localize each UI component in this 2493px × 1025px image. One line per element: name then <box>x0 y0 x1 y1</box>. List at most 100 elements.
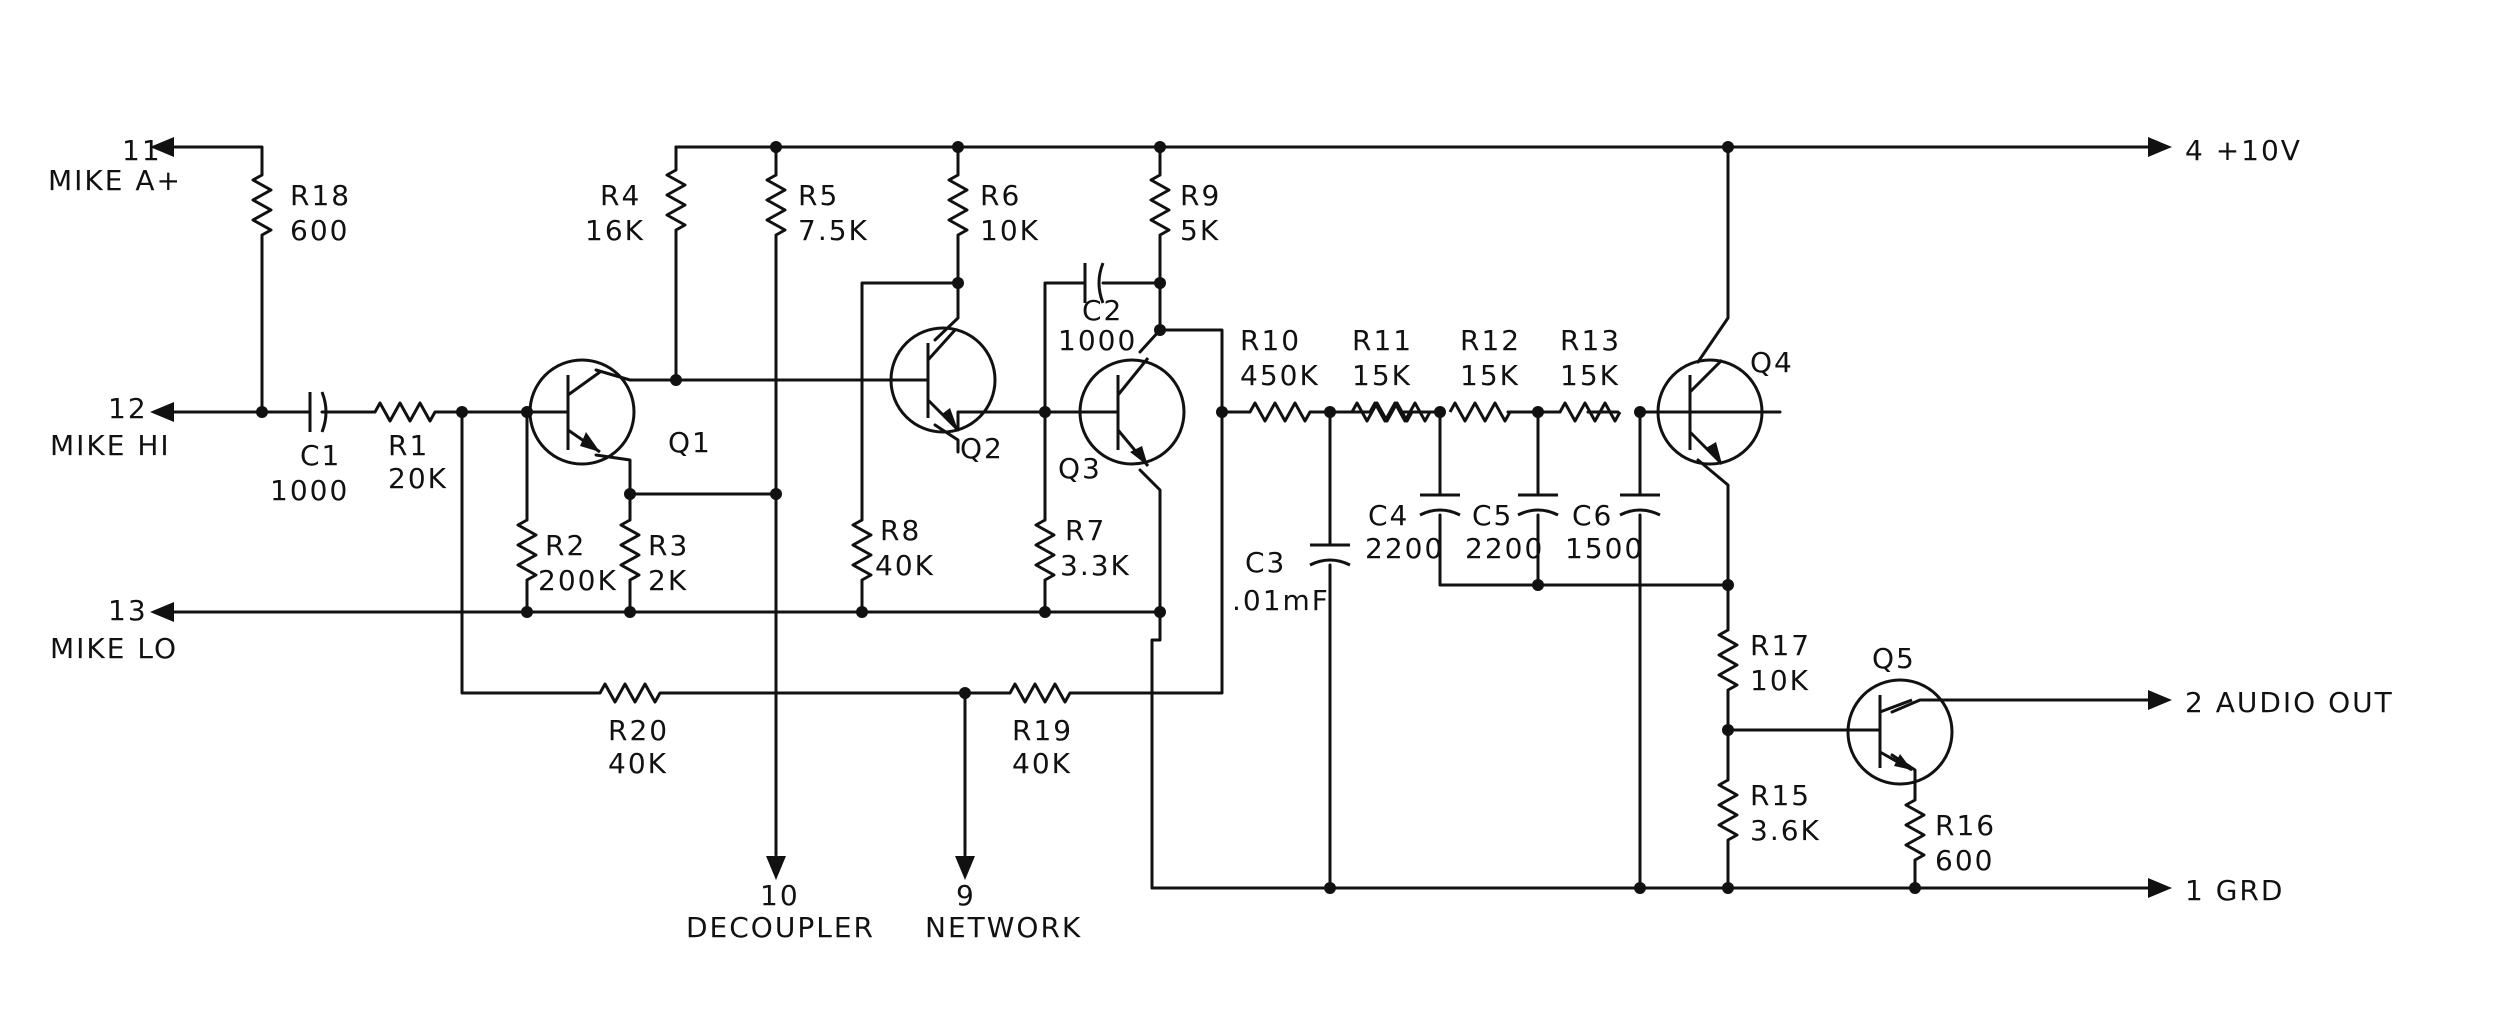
label-c1-value: 1000 <box>270 474 349 507</box>
port-9-name: NETWORK <box>925 911 1082 944</box>
label-r5-ref: R5 <box>798 179 839 212</box>
label-r19-value: 40K <box>1012 747 1072 780</box>
label-c5-value: 2200 <box>1465 532 1544 565</box>
resistor-r4 <box>665 168 687 232</box>
label-c4-ref: C4 <box>1368 499 1409 532</box>
transistor-q5 <box>1846 678 1954 786</box>
arrow-port-4 <box>2148 137 2172 157</box>
resistor-r6 <box>947 173 969 242</box>
arrow-port-11 <box>150 137 174 157</box>
label-r17-ref: R17 <box>1750 629 1811 662</box>
port-1-label: 1 GRD <box>2185 874 2284 907</box>
label-r10-value: 450K <box>1240 359 1320 392</box>
resistor-r18 <box>251 173 273 242</box>
label-r7-value: 3.3K <box>1060 549 1131 582</box>
arrow-port-2 <box>2148 690 2172 710</box>
label-r16-value: 600 <box>1935 844 1994 877</box>
label-r3-ref: R3 <box>648 529 689 562</box>
label-r16-ref: R16 <box>1935 809 1996 842</box>
resistor-r19 <box>1008 682 1090 704</box>
arrow-port-9 <box>955 856 975 880</box>
port-13-name: MIKE LO <box>50 632 178 665</box>
label-r17-value: 10K <box>1750 664 1810 697</box>
label-r9-value: 5K <box>1180 214 1220 247</box>
port-11-number: 11 <box>122 134 162 167</box>
label-r18-ref: R18 <box>290 179 351 212</box>
arrow-port-10 <box>766 856 786 880</box>
capacitor-c1 <box>308 391 328 433</box>
label-r2-value: 200K <box>538 564 618 597</box>
label-r18-value: 600 <box>290 214 349 247</box>
label-r13-value: 15K <box>1560 359 1620 392</box>
arrows <box>150 137 2172 898</box>
port-9-number: 9 <box>956 879 976 912</box>
label-r12-value: 15K <box>1460 359 1520 392</box>
resistor-r8 <box>851 518 873 587</box>
capacitors <box>308 262 1661 567</box>
label-r20-value: 40K <box>608 747 668 780</box>
port-13-number: 13 <box>108 594 148 627</box>
transistor-q4 <box>1656 358 1764 466</box>
label-q4: Q4 <box>1750 346 1794 379</box>
label-q1: Q1 <box>668 426 712 459</box>
capacitor-c3 <box>1309 543 1351 567</box>
transistor-q3 <box>1078 357 1186 467</box>
resistor-r11-body <box>1350 401 1414 423</box>
label-r1-ref: R1 <box>388 429 429 462</box>
label-r19-ref: R19 <box>1012 714 1073 747</box>
label-r3-value: 2K <box>648 564 688 597</box>
label-c2-value: 1000 <box>1058 324 1137 357</box>
label-c5-ref: C5 <box>1472 499 1513 532</box>
label-r6-ref: R6 <box>980 179 1021 212</box>
label-r11-ref: R11 <box>1352 324 1413 357</box>
label-r15-ref: R15 <box>1750 779 1811 812</box>
label-c6-ref: C6 <box>1572 499 1613 532</box>
label-c3-ref: C3 <box>1245 546 1286 579</box>
label-r8-ref: R8 <box>880 514 921 547</box>
label-c6-value: 1500 <box>1565 532 1644 565</box>
arrow-port-1 <box>2148 878 2172 898</box>
resistor-r7 <box>1034 518 1056 587</box>
label-r8-value: 40K <box>875 549 935 582</box>
label-r2-ref: R2 <box>545 529 586 562</box>
label-q3: Q3 <box>1058 452 1102 485</box>
label-r12-ref: R12 <box>1460 324 1521 357</box>
label-q5: Q5 <box>1872 642 1916 675</box>
label-r4-ref: R4 <box>600 179 641 212</box>
capacitor-c6 <box>1619 493 1661 517</box>
label-r11-value: 15K <box>1352 359 1412 392</box>
resistor-r12 <box>1448 401 1512 423</box>
resistor-r2 <box>516 518 538 587</box>
resistor-r1 <box>373 401 442 423</box>
transistor-q2 <box>889 326 997 434</box>
resistor-r20 <box>598 682 680 704</box>
arrow-port-12 <box>150 402 174 422</box>
resistor-r3 <box>619 518 641 587</box>
label-r1-value: 20K <box>388 462 448 495</box>
label-q2: Q2 <box>960 432 1004 465</box>
component-labels: R18 600 C1 1000 R1 20K R2 200K R3 2K R4 … <box>270 179 1996 877</box>
port-labels: 11 MIKE A+ 12 MIKE HI 13 MIKE LO 4 +10V … <box>48 134 2394 944</box>
port-2-label: 2 AUDIO OUT <box>2185 686 2394 719</box>
label-r10-ref: R10 <box>1240 324 1301 357</box>
label-c1-ref: C1 <box>300 439 341 472</box>
label-c3-value: .01mF <box>1232 584 1330 617</box>
label-r5-value: 7.5K <box>798 214 869 247</box>
port-11-name: MIKE A+ <box>48 164 182 197</box>
label-r7-ref: R7 <box>1065 514 1106 547</box>
capacitor-c5 <box>1517 493 1559 517</box>
label-r15-value: 3.6K <box>1750 814 1821 847</box>
transistors <box>528 326 1954 786</box>
label-c2-ref: C2 <box>1082 294 1123 327</box>
resistor-r9 <box>1149 173 1171 242</box>
resistors <box>251 168 1926 867</box>
port-12-number: 12 <box>108 392 148 425</box>
port-4-label: 4 +10V <box>2185 134 2302 167</box>
resistor-r5 <box>765 173 787 242</box>
label-r4-value: 16K <box>585 214 645 247</box>
capacitor-c2 <box>1083 262 1105 304</box>
port-12-name: MIKE HI <box>50 429 171 462</box>
label-r20-ref: R20 <box>608 714 669 747</box>
capacitor-c4 <box>1419 493 1461 517</box>
